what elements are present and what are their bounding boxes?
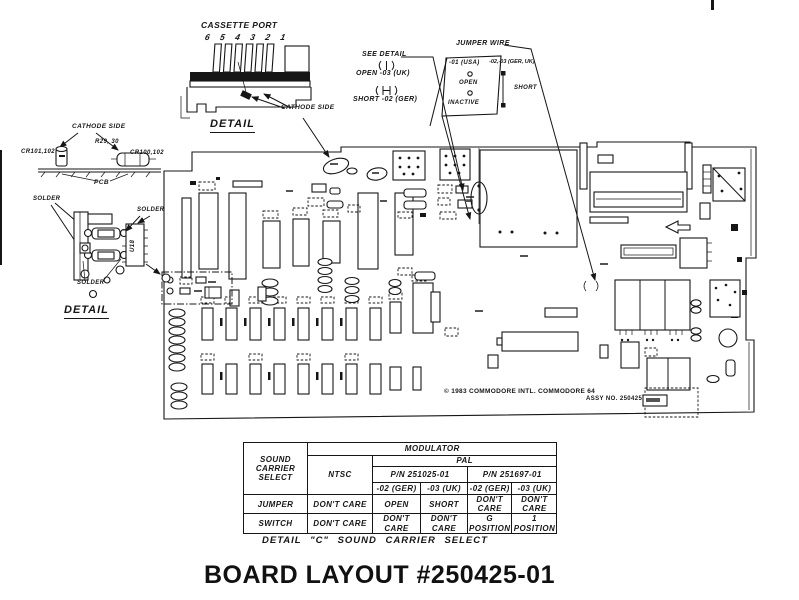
solder-label-top-left: SOLDER [33, 196, 61, 202]
board-components [161, 142, 747, 418]
see-detail-label: SEE DETAIL [362, 51, 407, 58]
leader-lines [302, 44, 597, 281]
table-cell: 1 POSITION [511, 513, 558, 534]
jumper-wire-label: JUMPER WIRE [456, 40, 510, 47]
jumper-ger-uk-label: -02,-03 (GER, UK) [489, 59, 535, 65]
cassette-detail-caption: DETAIL [210, 119, 255, 133]
cassette-port-label: CASSETTE PORT [201, 20, 278, 30]
scan-marks [0, 0, 714, 265]
cassette-pin-numbers: 6 5 4 3 2 1 [203, 32, 291, 42]
table-row-label: JUMPER [243, 493, 308, 515]
page-title: BOARD LAYOUT #250425-01 [204, 561, 555, 589]
table-corner-header: SOUND CARRIER SELECT [243, 442, 308, 495]
cr100-102-label: CR100,102 [130, 150, 164, 156]
board-assy-number: ASSY NO. 250425 [586, 396, 643, 402]
short-ger-label: SHORT -02 (GER) [353, 96, 418, 103]
table-cell: DON'T CARE [307, 493, 373, 515]
u18-chip-label: U18 [130, 239, 136, 252]
table-pal-header: PAL [371, 455, 558, 467]
table-variant: -02 (GER) [466, 482, 513, 495]
table-caption: DETAIL "C" SOUND CARRIER SELECT [262, 535, 488, 546]
cassette-cathode-side-label: CATHODE SIDE [281, 104, 335, 111]
table-cell: DON'T CARE [420, 513, 468, 534]
cr101-102-label: CR101,102 [21, 149, 55, 155]
table-ntsc-header: NTSC [307, 455, 373, 495]
see-detail-annotation [375, 60, 398, 96]
table-modulator-header: MODULATOR [306, 442, 558, 456]
jumper-open-label: OPEN [459, 80, 478, 86]
table-pn-left: P/N 251025-01 [372, 466, 468, 483]
solder-label-bottom: SOLDER [77, 280, 105, 286]
jumper-inactive-label: INACTIVE [448, 100, 480, 106]
table-variant: -03 (UK) [420, 482, 468, 495]
sound-carrier-select-table: SOUND CARRIER SELECT MODULATOR NTSC PAL … [243, 442, 558, 534]
table-cell: DON'T CARE [511, 493, 558, 515]
table-cell: DON'T CARE [372, 513, 421, 534]
table-variant: -03 (UK) [511, 482, 558, 495]
table-cell: OPEN [372, 493, 421, 515]
jumper-wire-annotation [441, 55, 506, 117]
pcb-label: PCB [94, 179, 109, 186]
table-variant: -02 (GER) [372, 482, 421, 495]
table-pn-right: P/N 251697-01 [466, 466, 558, 483]
board-copyright: © 1983 COMMODORE INTL. COMMODORE 64 [444, 388, 596, 395]
board-outline [163, 141, 757, 420]
solder-label-top-right: SOLDER [137, 207, 165, 213]
table-cell: G POSITION [466, 513, 513, 534]
cassette-detail-drawing [180, 43, 312, 119]
r29-30-label: R29, 30 [95, 139, 119, 145]
open-uk-label: OPEN -03 (UK) [356, 70, 410, 77]
jumper-short-label: SHORT [514, 85, 537, 91]
table-row-label: SWITCH [243, 513, 308, 534]
solder-detail-caption: DETAIL [64, 305, 109, 319]
table-cell: DON'T CARE [307, 513, 373, 534]
diode-cathode-side-label: CATHODE SIDE [72, 123, 126, 130]
table-cell: DON'T CARE [466, 493, 513, 515]
jumper-usa-label: -01 (USA) [449, 60, 480, 66]
diode-detail-drawing [38, 132, 161, 182]
table-cell: SHORT [420, 493, 468, 515]
solder-detail-drawing [50, 202, 161, 299]
